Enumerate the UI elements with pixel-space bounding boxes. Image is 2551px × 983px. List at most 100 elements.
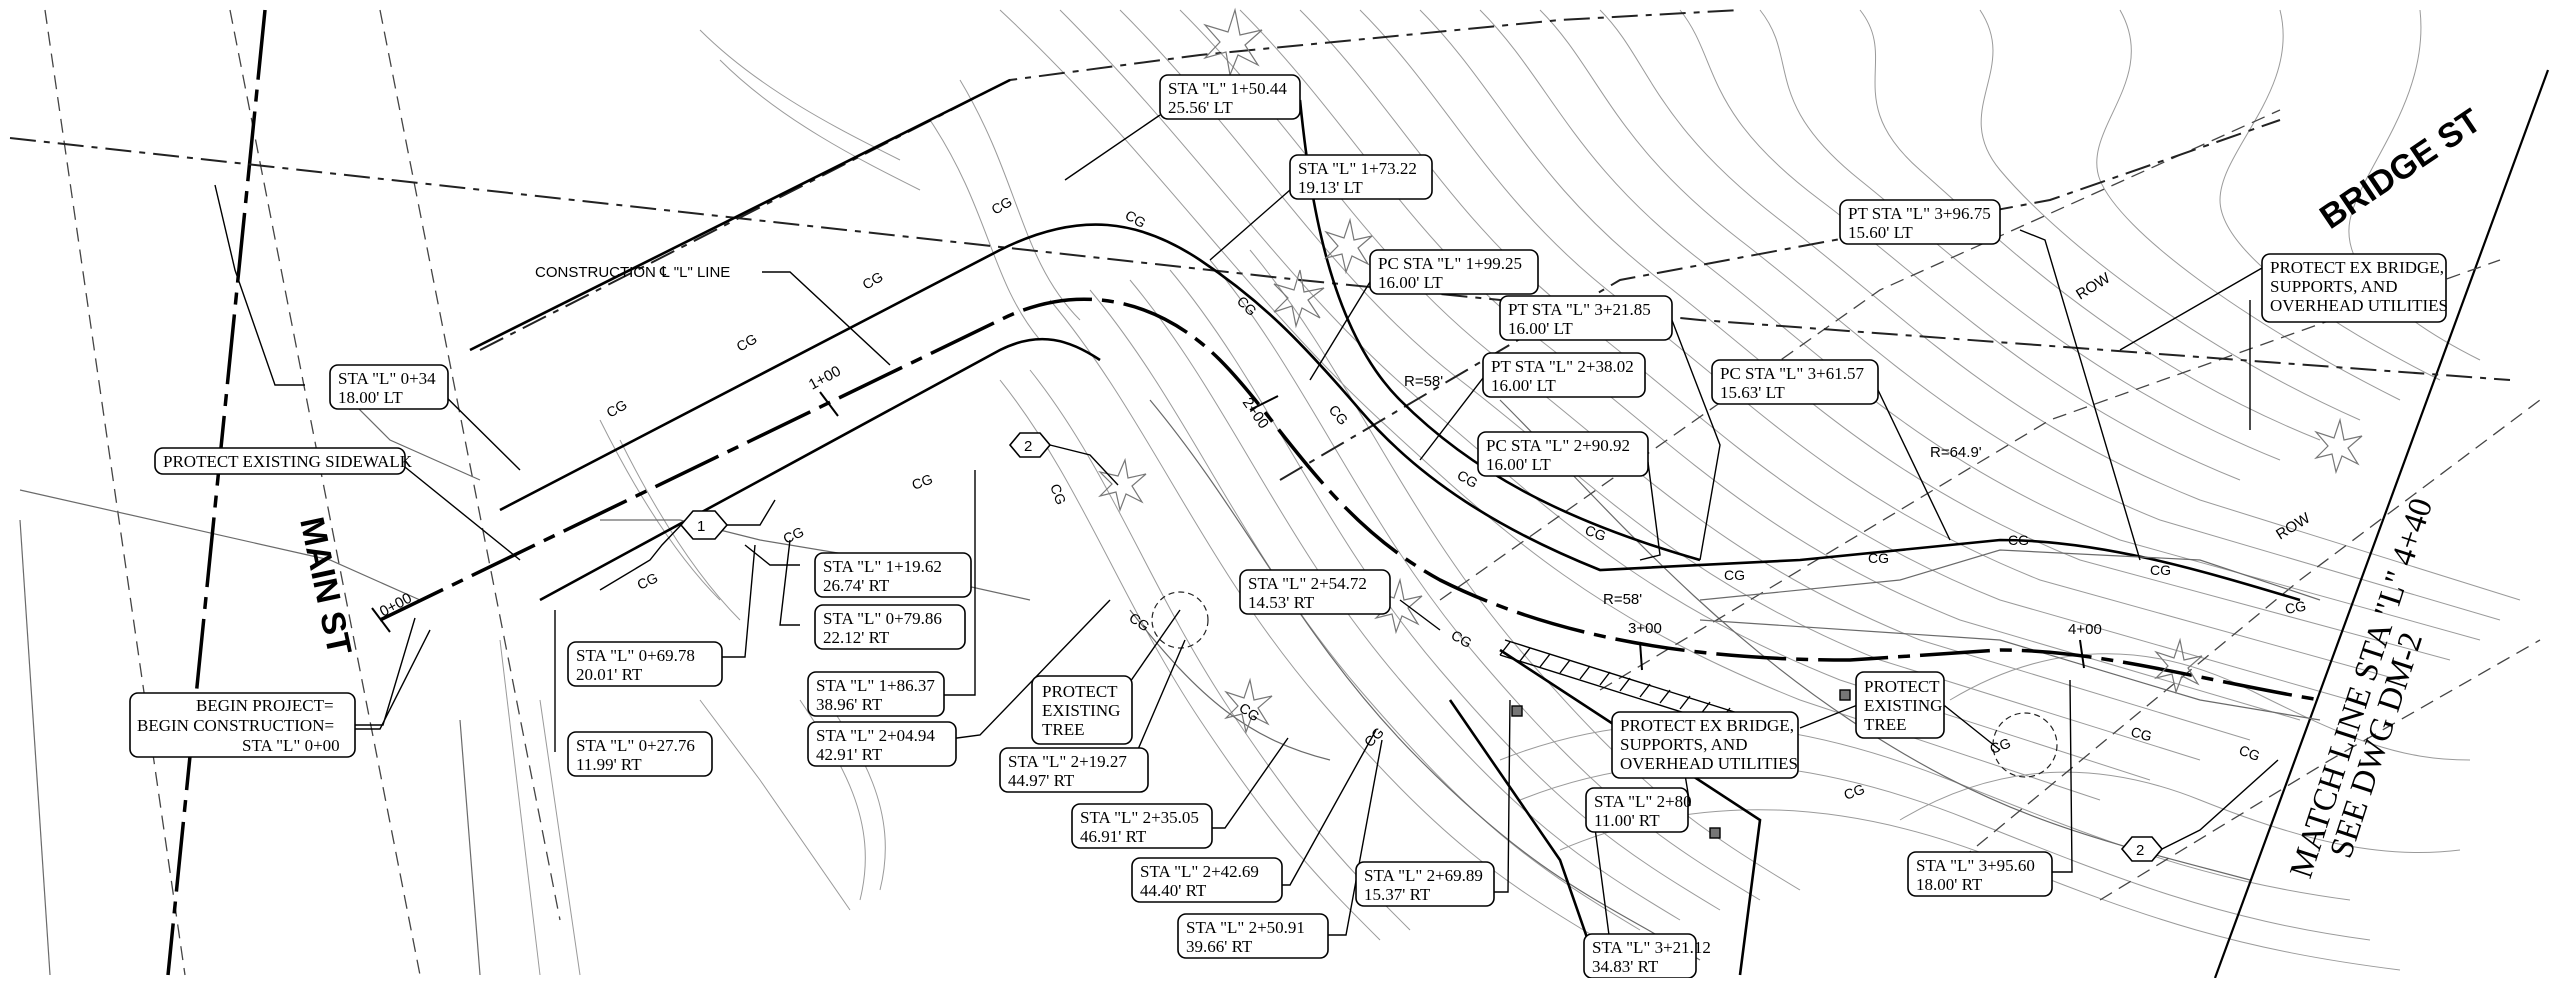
callout-offset: 16.00' LT [1508,319,1573,338]
station-ticks [371,391,2085,671]
bridge-st-label: BRIDGE ST [2313,101,2488,236]
station-label-0: 0+00 [377,590,415,621]
svg-text:PROTECT: PROTECT [1864,677,1940,696]
cg-label: CG [2129,723,2153,744]
marker-2-west: 2 [1008,432,1119,486]
callout-offset: 26.74' RT [823,576,890,595]
callout-station: STA "L" 1+50.44 [1168,79,1287,98]
callout-offset: 16.00' LT [1491,376,1556,395]
protect-tree-note-east: PROTECT EXISTING TREE [1855,671,1945,739]
construction-line-leader [762,271,891,366]
cg-label: CG [1583,522,1608,544]
callout-offset: 44.97' RT [1008,771,1075,790]
callout-station: STA "L" 3+21.12 [1592,938,1711,957]
main-st-label: MAIN ST [292,514,358,659]
protect-bridge-note-center: PROTECT EX BRIDGE, SUPPORTS, AND OVERHEA… [1611,711,1799,779]
callout-station: PT STA "L" 2+38.02 [1491,357,1634,376]
cg-label: CG [1234,293,1260,319]
protect-sidewalk-note: PROTECT EXISTING SIDEWALK [154,447,413,475]
callout-offset: 18.00' LT [338,388,403,407]
callout-station: PC STA "L" 3+61.57 [1720,364,1864,383]
bridge-st-line-4 [2099,639,2541,901]
callout-offset: 42.91' RT [816,745,883,764]
callout-box [1839,199,2001,245]
station-label-4: 4+00 [2068,621,2102,638]
cg-label: CG [1724,567,1745,583]
svg-text:EXISTING: EXISTING [1864,696,1942,715]
cg-label: CG [734,330,760,354]
svg-text:BEGIN PROJECT=: BEGIN PROJECT= [196,696,334,715]
cg-label: CG [1842,781,1867,803]
cg-label: CG [989,193,1015,217]
svg-text:OVERHEAD UTILITIES: OVERHEAD UTILITIES [2270,296,2448,315]
svg-text:PROTECT EXISTING SIDEWALK: PROTECT EXISTING SIDEWALK [163,452,413,471]
callout-offset: 44.40' RT [1140,881,1207,900]
callout-box [1585,787,1689,833]
cg-label: CG [1047,482,1069,507]
row-line-bridge [1279,119,2281,481]
callout-offset: 22.12' RT [823,628,890,647]
callout-station: PT STA "L" 3+21.85 [1508,300,1651,319]
callout-station: PC STA "L" 2+90.92 [1486,436,1630,455]
cg-label: CG [1868,550,1889,566]
callout-offset: 15.37' RT [1364,885,1431,904]
station-label-1: 1+00 [806,363,844,394]
callout-station: STA "L" 1+86.37 [816,676,935,695]
protect-tree-note-west: PROTECT EXISTING TREE [1031,675,1133,745]
callout-offset: 20.01' RT [576,665,643,684]
callout-offset: 16.00' LT [1378,273,1443,292]
cg-label: CG [1988,735,2013,757]
callout-station: STA "L" 2+04.94 [816,726,935,745]
svg-text:SUPPORTS, AND: SUPPORTS, AND [1620,735,1747,754]
callout-station: STA "L" 1+19.62 [823,557,942,576]
cg-label: CG [1449,627,1475,651]
callout-offset: 19.13' LT [1298,178,1363,197]
callout-box [1131,857,1283,903]
callout-station: STA "L" 1+73.22 [1298,159,1417,178]
callout-offset: 15.63' LT [1720,383,1785,402]
callout-station: STA "L" 2+54.72 [1248,574,1367,593]
callout-station: PC STA "L" 1+99.25 [1378,254,1522,273]
callout-box [329,364,449,410]
callout-offset: 18.00' RT [1916,875,1983,894]
callout-station: STA "L" 2+50.91 [1186,918,1305,937]
callout-station: PT STA "L" 3+96.75 [1848,204,1991,223]
cg-label: CG [1455,467,1481,491]
callout-box [1477,431,1649,477]
marker-1: 1 [599,499,776,591]
cg-label: CG [1326,402,1352,428]
main-st-centerline [166,9,267,976]
svg-text:STA "L" 0+00: STA "L" 0+00 [242,736,340,755]
callout-box [1482,352,1646,398]
callout-box [1711,359,1879,405]
callout-box [1159,74,1301,120]
svg-text:PROTECT: PROTECT [1042,682,1118,701]
bridge-st-line-3 [1959,399,2541,861]
callout-offset: 15.60' LT [1848,223,1913,242]
row-line-north [9,137,2511,381]
svg-text:2: 2 [1024,438,1032,455]
row-label-1: ROW [2073,269,2114,303]
callout-station: STA "L" 2+69.89 [1364,866,1483,885]
radius-label-3: R=58' [1603,591,1642,608]
callout-offset: 11.99' RT [576,755,642,774]
main-st-linework [19,9,851,976]
